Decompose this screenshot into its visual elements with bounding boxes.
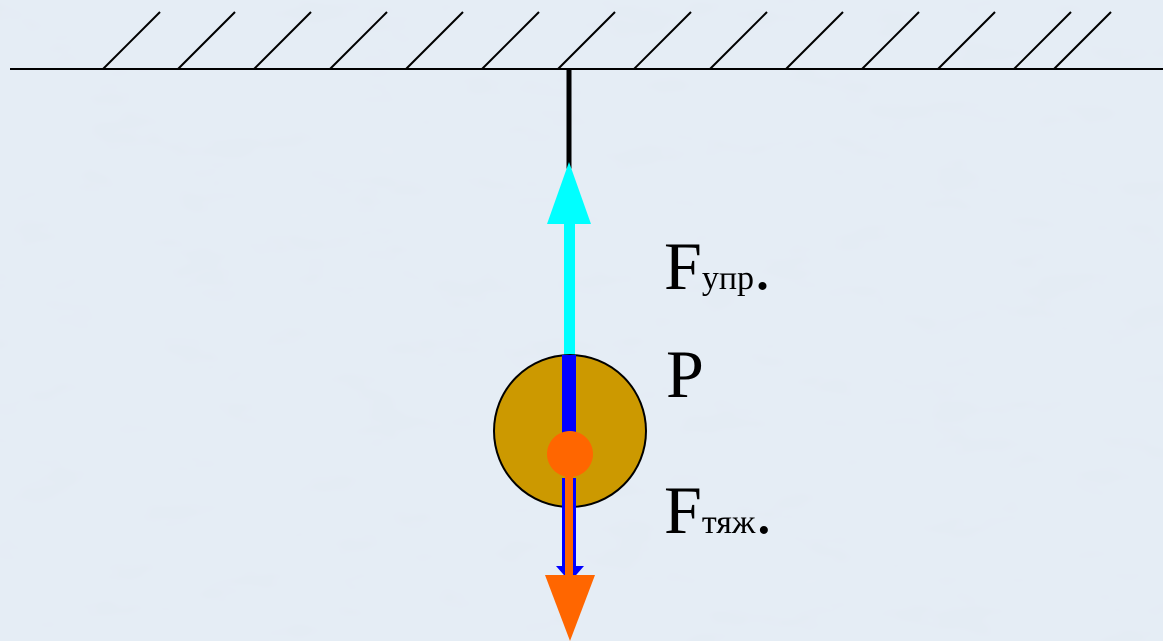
elastic-force-dot: . [754, 228, 772, 304]
gravity-force-dot: . [755, 472, 773, 548]
center-of-mass [547, 431, 593, 477]
elastic-force-symbol: F [664, 228, 702, 304]
elastic-force-label: Fупр. [664, 232, 771, 300]
gravity-force-subscript: тяж [701, 504, 756, 541]
elastic-force-subscript: упр [701, 260, 755, 297]
gravity-force-label: Fтяж. [664, 476, 772, 544]
weight-label: P [666, 340, 704, 408]
gravity-force-symbol: F [664, 472, 702, 548]
elastic-force-arrow [547, 162, 591, 358]
gravity-force-arrow [545, 452, 595, 641]
ceiling [10, 11, 1163, 70]
weight-symbol: P [666, 336, 704, 412]
ceiling-hatching [102, 11, 1112, 70]
